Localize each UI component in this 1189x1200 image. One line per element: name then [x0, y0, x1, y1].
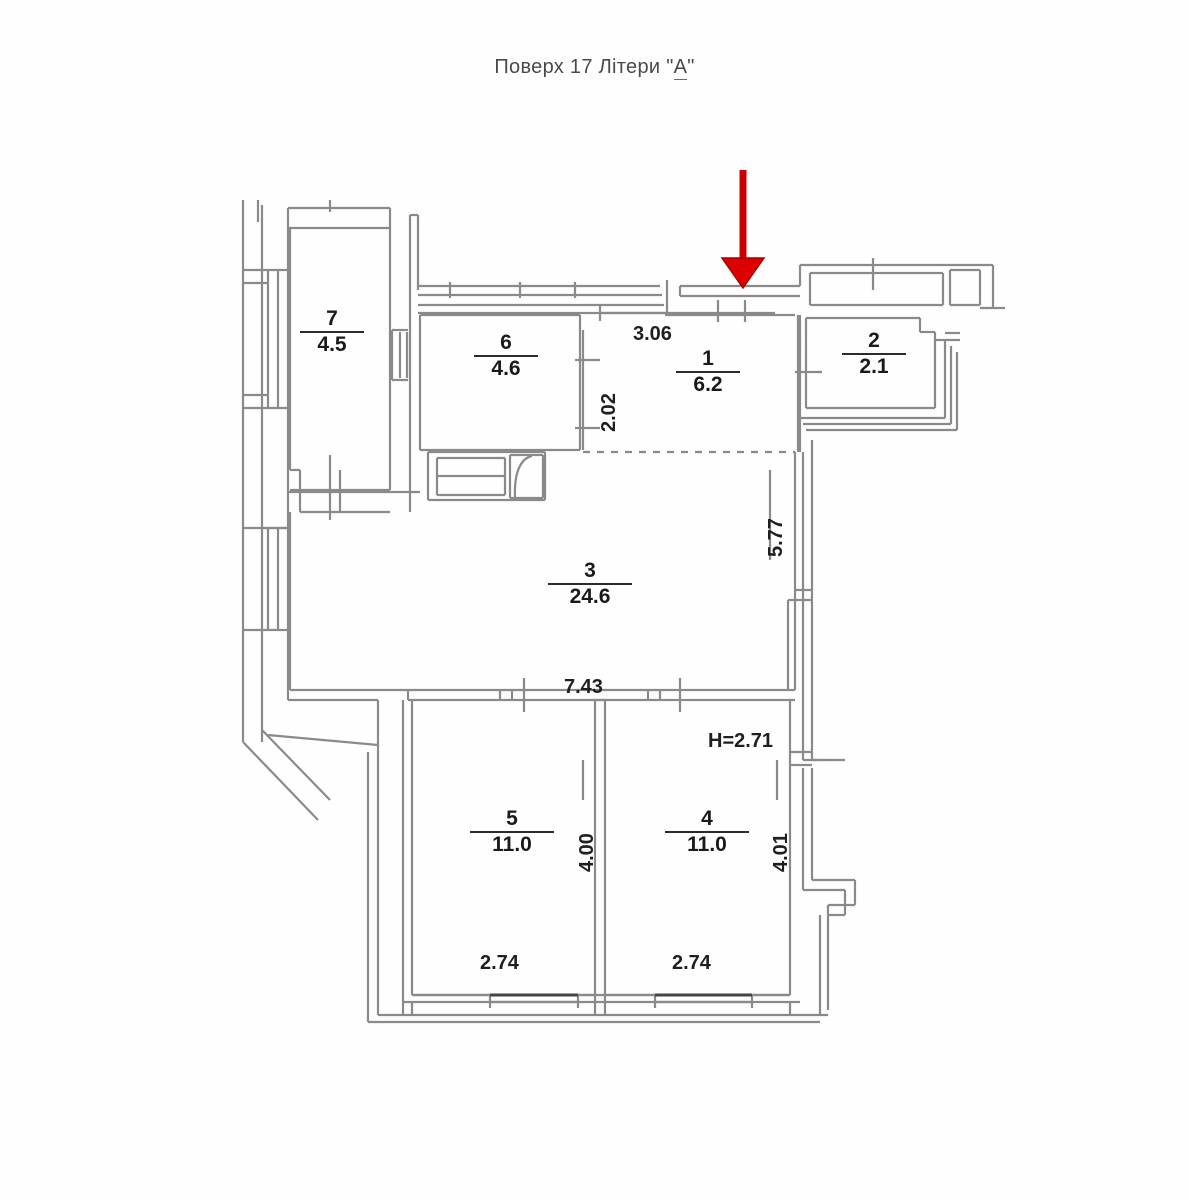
room-label-4: 4 11.0	[665, 807, 749, 856]
dimension-4-01: 4.01	[770, 833, 792, 872]
room-area: 4.6	[474, 355, 538, 380]
title-prefix: Поверх 17 Літери "	[494, 56, 674, 78]
title-letter: А	[673, 56, 688, 80]
dimension-2-74-right: 2.74	[672, 952, 711, 974]
room-area: 11.0	[470, 831, 554, 856]
entrance-arrow-icon	[720, 170, 766, 290]
room-label-7: 7 4.5	[300, 307, 364, 356]
room-number: 6	[500, 331, 512, 354]
room-area: 2.1	[842, 353, 906, 378]
room-number: 1	[702, 347, 714, 370]
room-label-1: 1 6.2	[676, 347, 740, 396]
room-label-3: 3 24.6	[548, 559, 632, 608]
room-number: 4	[701, 807, 713, 830]
room-label-2: 2 2.1	[842, 329, 906, 378]
room-number: 5	[506, 807, 518, 830]
wall-outlines	[241, 200, 1005, 1024]
dimension-5-77: 5.77	[765, 518, 787, 557]
room-number: 7	[326, 307, 338, 330]
dimension-2-74-left: 2.74	[480, 952, 519, 974]
room-area: 24.6	[548, 583, 632, 608]
dimension-2-02: 2.02	[598, 393, 620, 432]
room-label-6: 6 4.6	[474, 331, 538, 380]
room-number: 2	[868, 329, 880, 352]
dimension-4-00: 4.00	[576, 833, 598, 872]
dimension-7-43: 7.43	[564, 676, 603, 698]
room-number: 3	[584, 559, 596, 582]
room-label-5: 5 11.0	[470, 807, 554, 856]
room-area: 11.0	[665, 831, 749, 856]
ceiling-height-note: H=2.71	[708, 730, 774, 752]
room-area: 6.2	[676, 371, 740, 396]
room-area: 4.5	[300, 331, 364, 356]
dimension-3-06: 3.06	[633, 323, 672, 345]
page-title: Поверх 17 Літери "А"	[0, 56, 1189, 80]
title-suffix: "	[687, 56, 695, 78]
